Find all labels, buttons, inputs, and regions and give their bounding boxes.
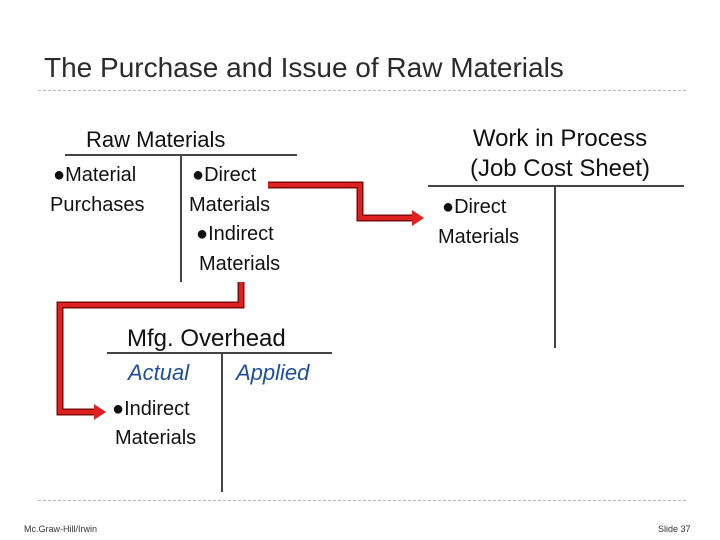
raw-materials-debit-line1: ●Material (53, 164, 137, 186)
arrow-to-wip (268, 183, 414, 220)
arrow-to-overhead (58, 282, 243, 414)
slide-title: The Purchase and Issue of Raw Materials (44, 52, 564, 83)
arrow-to-wip-head (412, 210, 424, 226)
overhead-debit-line2: Materials (115, 427, 197, 449)
raw-materials-credit-line3: ●Indirect (196, 223, 274, 245)
wip-debit-line1: ●Direct (442, 196, 507, 218)
footer-publisher: Mc.Graw-Hill/Irwin (24, 524, 97, 534)
wip-heading-line1: Work in Process (472, 125, 648, 152)
wip-heading-line2: (Job Cost Sheet) (469, 155, 651, 182)
arrow-to-overhead-head (94, 404, 106, 420)
overhead-applied-label: Applied (236, 360, 310, 385)
overhead-actual-label: Actual (128, 360, 190, 385)
footer-divider (38, 500, 686, 501)
raw-materials-credit-line4: Materials (199, 253, 281, 275)
wip-debit-line2: Materials (438, 226, 520, 248)
overhead-debit-line1: ●Indirect (112, 398, 190, 420)
raw-materials-debit-line2: Purchases (50, 194, 145, 216)
raw-materials-heading: Raw Materials (86, 127, 226, 152)
raw-materials-credit-line2: Materials (189, 194, 271, 216)
raw-materials-credit-line1: ●Direct (192, 164, 257, 186)
overhead-heading: Mfg. Overhead (127, 325, 286, 352)
title-divider (38, 90, 686, 91)
footer-slide-number: Slide 37 (658, 524, 691, 534)
